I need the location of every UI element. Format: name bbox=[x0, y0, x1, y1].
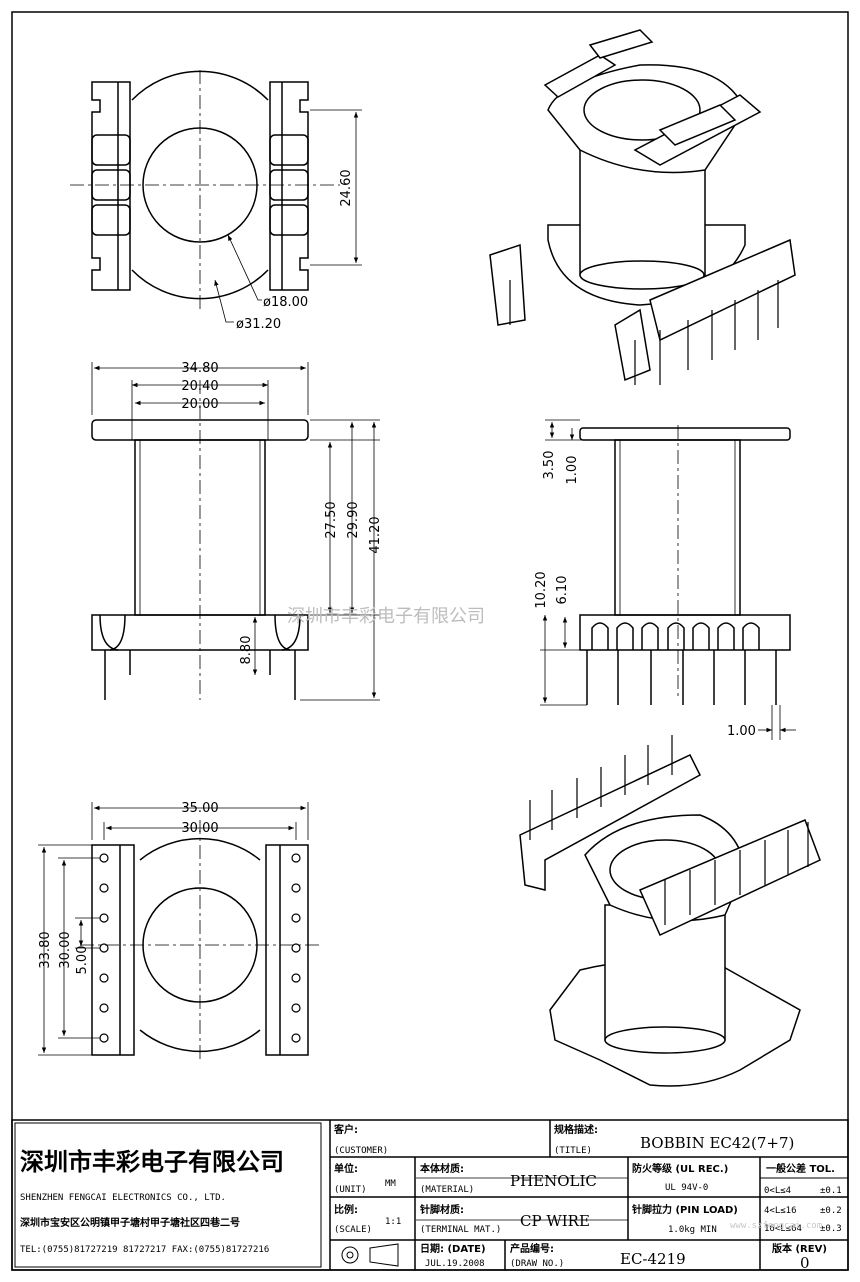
dim-front-h1: 27.50 bbox=[324, 501, 339, 538]
customer-label-en: (CUSTOMER) bbox=[334, 1146, 388, 1156]
material-value: PHENOLIC bbox=[510, 1172, 597, 1190]
bottom-view bbox=[38, 802, 320, 1060]
title-label-cn: 规格描述: bbox=[554, 1123, 598, 1136]
unit-label-en: (UNIT) bbox=[334, 1185, 367, 1195]
tol-range-1: 0<L≤4 bbox=[764, 1186, 791, 1196]
drawno-value: EC-4219 bbox=[620, 1250, 686, 1268]
customer-label-cn: 客户: bbox=[333, 1123, 358, 1136]
dim-front-w2: 20.00 bbox=[181, 397, 218, 412]
scale-label-cn: 比例: bbox=[334, 1203, 358, 1216]
dim-bottom-w1: 35.00 bbox=[181, 801, 218, 816]
dim-bottom-w2: 30.00 bbox=[181, 821, 218, 836]
flame-value: UL 94V-0 bbox=[665, 1183, 708, 1193]
date-label: 日期: (DATE) bbox=[420, 1242, 486, 1255]
company-name-en: SHENZHEN FENGCAI ELECTRONICS CO., LTD. bbox=[20, 1193, 226, 1203]
pinload-label: 针脚拉力 (PIN LOAD) bbox=[632, 1203, 738, 1216]
dim-front-h2: 29.90 bbox=[346, 501, 361, 538]
top-view bbox=[70, 70, 362, 323]
title-value: BOBBIN EC42(7+7) bbox=[640, 1134, 794, 1152]
rev-value: 0 bbox=[800, 1254, 810, 1272]
company-address: 深圳市宝安区公明镇甲子塘村甲子塘社区四巷二号 bbox=[20, 1216, 240, 1229]
dim-side-d: 6.10 bbox=[555, 576, 570, 605]
iso-view-top bbox=[489, 29, 796, 385]
date-value: JUL.19.2008 bbox=[425, 1259, 485, 1269]
tol-value-1: ±0.1 bbox=[820, 1186, 842, 1196]
dim-bottom-h1: 33.80 bbox=[38, 931, 53, 968]
side-view bbox=[540, 419, 796, 740]
tolerance-title: 一般公差 TOL. bbox=[766, 1162, 835, 1175]
tol-range-2: 4<L≤16 bbox=[764, 1206, 797, 1216]
scale-label-en: (SCALE) bbox=[334, 1225, 372, 1235]
company-name-cn: 深圳市丰彩电子有限公司 bbox=[20, 1148, 284, 1176]
dim-inner-diameter: ø18.00 bbox=[263, 295, 308, 310]
drawno-label-en: (DRAW NO.) bbox=[510, 1259, 564, 1269]
drawing-frame bbox=[11, 11, 849, 1271]
material-label-en: (MATERIAL) bbox=[420, 1185, 474, 1195]
company-tel-fax: TEL:(0755)81727219 81727217 FAX:(0755)81… bbox=[20, 1245, 269, 1255]
scale-value: 1:1 bbox=[385, 1217, 401, 1227]
rev-label: 版本 (REV) bbox=[772, 1242, 827, 1255]
terminal-label-en: (TERMINAL MAT.) bbox=[420, 1225, 501, 1235]
flame-label: 防火等级 (UL REC.) bbox=[632, 1162, 728, 1175]
dim-front-w1: 20.40 bbox=[181, 379, 218, 394]
dim-side-pitch: 1.00 bbox=[727, 724, 756, 739]
tol-value-3: ±0.3 bbox=[820, 1224, 842, 1234]
title-block bbox=[11, 1119, 849, 1271]
drawno-label-cn: 产品编号: bbox=[510, 1242, 554, 1255]
terminal-label-cn: 针脚材质: bbox=[420, 1203, 464, 1216]
unit-label-cn: 单位: bbox=[334, 1162, 358, 1175]
title-label-en: (TITLE) bbox=[554, 1146, 592, 1156]
front-view bbox=[91, 362, 380, 701]
material-label-cn: 本体材质: bbox=[420, 1162, 464, 1175]
dim-side-a: 3.50 bbox=[542, 451, 557, 480]
dim-side-c: 10.20 bbox=[534, 571, 549, 608]
tol-value-2: ±0.2 bbox=[820, 1206, 842, 1216]
terminal-value: CP WIRE bbox=[520, 1212, 590, 1230]
pinload-value: 1.0kg MIN bbox=[668, 1225, 717, 1235]
watermark-url: www.szfengcai.com bbox=[730, 1221, 822, 1231]
iso-view-bottom bbox=[519, 735, 821, 1087]
dim-front-overall-width: 34.80 bbox=[181, 361, 218, 376]
dim-bottom-h2: 30.00 bbox=[58, 931, 73, 968]
dim-outer-diameter: ø31.20 bbox=[236, 317, 281, 332]
unit-value: MM bbox=[385, 1179, 396, 1189]
dim-front-h3: 41.20 bbox=[368, 516, 383, 553]
dim-front-pin: 8.80 bbox=[239, 636, 254, 665]
dim-side-b: 1.00 bbox=[565, 456, 580, 485]
dim-top-height: 24.60 bbox=[339, 169, 354, 206]
dim-bottom-h3: 5.00 bbox=[75, 946, 90, 975]
tol-range-3: 16<L≤64 bbox=[764, 1224, 802, 1234]
watermark-text: 深圳市丰彩电子有限公司 bbox=[287, 606, 485, 627]
